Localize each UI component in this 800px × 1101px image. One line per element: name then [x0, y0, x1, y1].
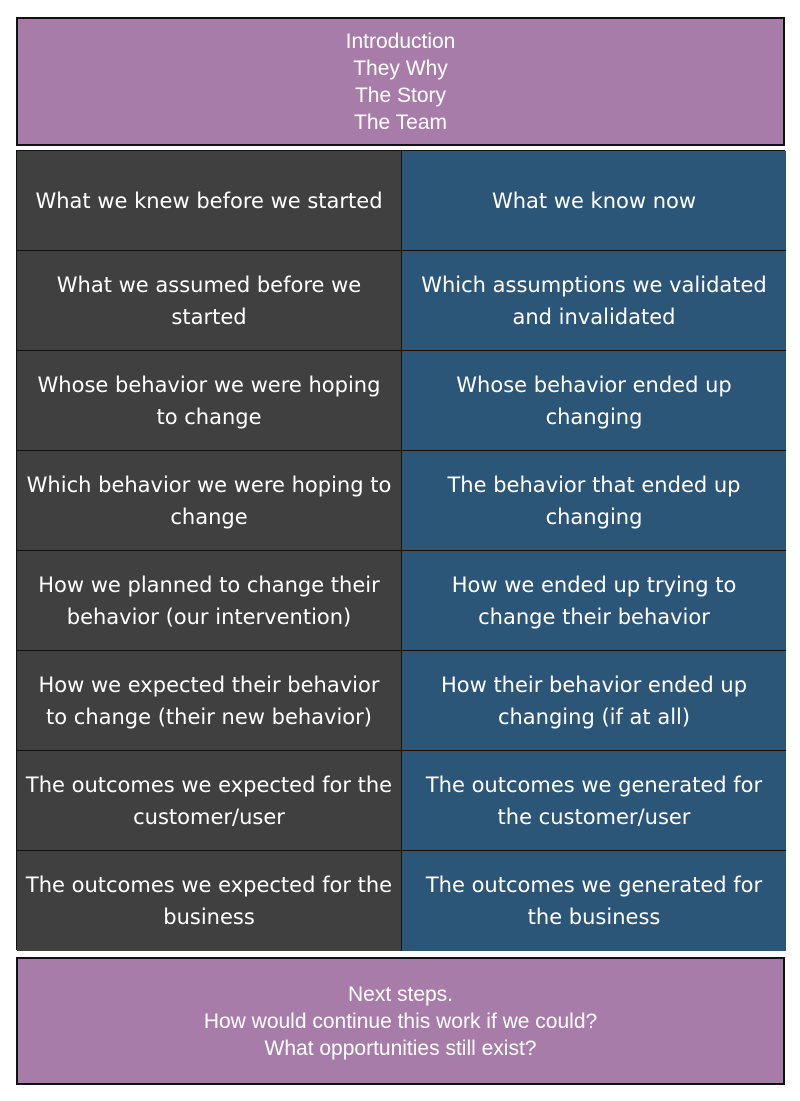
- after-cell-business-outcomes: The outcomes we generated for the busine…: [402, 851, 786, 951]
- after-cell-know-now: What we know now: [402, 151, 786, 251]
- before-cell-new-behavior: How we expected their behavior to change…: [17, 651, 402, 751]
- after-cell-intervention: How we ended up trying to change their b…: [402, 551, 786, 651]
- after-cell-new-behavior: How their behavior ended up changing (if…: [402, 651, 786, 751]
- header-box: Introduction They Why The Story The Team: [16, 17, 785, 146]
- before-cell-customer-outcomes: The outcomes we expected for the custome…: [17, 751, 402, 851]
- before-cell-intervention: How we planned to change their behavior …: [17, 551, 402, 651]
- after-cell-whose-behavior: Whose behavior ended up changing: [402, 351, 786, 451]
- footer-box: Next steps. How would continue this work…: [16, 957, 785, 1085]
- footer-line-continue: How would continue this work if we could…: [203, 1009, 598, 1033]
- header-line-team: The Team: [354, 110, 447, 134]
- footer-line-next-steps: Next steps.: [347, 982, 454, 1006]
- before-cell-whose-behavior: Whose behavior we were hoping to change: [17, 351, 402, 451]
- header-line-story: The Story: [354, 83, 447, 107]
- header-line-why: They Why: [353, 56, 448, 80]
- before-cell-assumed: What we assumed before we started: [17, 251, 402, 351]
- after-cell-customer-outcomes: The outcomes we generated for the custom…: [402, 751, 786, 851]
- before-cell-business-outcomes: The outcomes we expected for the busines…: [17, 851, 402, 951]
- after-cell-assumptions: Which assumptions we validated and inval…: [402, 251, 786, 351]
- before-cell-knew: What we knew before we started: [17, 151, 402, 251]
- before-cell-which-behavior: Which behavior we were hoping to change: [17, 451, 402, 551]
- after-cell-which-behavior: The behavior that ended up changing: [402, 451, 786, 551]
- footer-line-opportunities: What opportunities still exist?: [264, 1036, 537, 1060]
- comparison-grid: What we knew before we started What we k…: [16, 150, 786, 951]
- header-line-introduction: Introduction: [345, 29, 456, 53]
